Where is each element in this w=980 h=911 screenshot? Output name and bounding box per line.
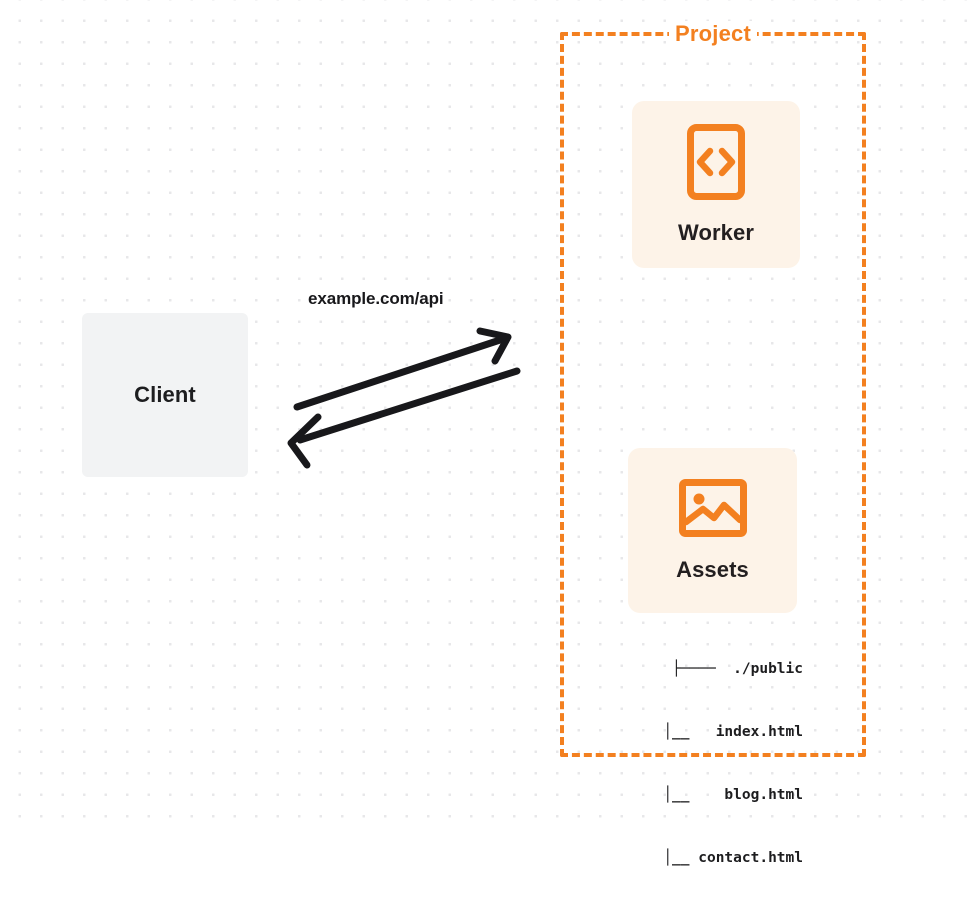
image-picture-icon	[678, 478, 748, 543]
assets-label: Assets	[676, 557, 749, 582]
request-arrow	[293, 327, 512, 411]
code-brackets-icon	[686, 123, 746, 206]
project-boundary: Project	[560, 21, 866, 757]
worker-node[interactable]: Worker	[632, 101, 800, 268]
worker-label: Worker	[678, 220, 754, 245]
assets-node[interactable]: Assets	[628, 448, 797, 613]
client-label: Client	[134, 382, 196, 407]
response-arrow	[287, 367, 521, 469]
client-node[interactable]: Client	[82, 313, 248, 477]
file-tree-row: │__ index.html	[645, 724, 803, 740]
file-tree-row: │__ contact.html	[645, 850, 803, 866]
file-tree-row: │__ blog.html	[645, 787, 803, 803]
file-tree-row: ├──── ./public	[672, 661, 803, 677]
connection-label: example.com/api	[308, 289, 444, 308]
assets-file-tree: ├──── ./public │__ index.html │__ blog.h…	[608, 617, 803, 911]
project-title: Project	[669, 21, 757, 47]
diagram-canvas: Client example.com/api Project Worker	[0, 0, 980, 866]
